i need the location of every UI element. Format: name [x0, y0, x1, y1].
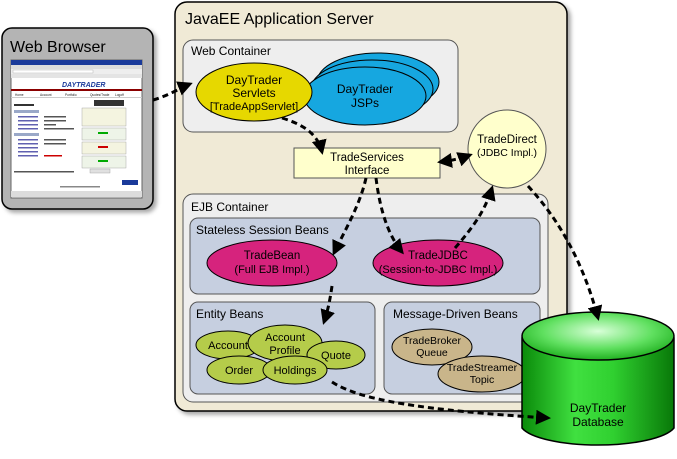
web-container: Web Container DayTrader JSPs DayTrader S… [182, 39, 459, 133]
web-browser-panel: Web Browser DAYTRADER Home Account Portfol… [1, 27, 154, 210]
trade-direct-label-2: (JDBC Impl.) [477, 147, 537, 159]
arrow-servlets-to-interface [281, 116, 327, 155]
entity-quote-label: Quote [321, 350, 351, 362]
entity-order: Order [206, 355, 272, 385]
arrow-browser-to-servlets [152, 81, 193, 102]
entity-order-label: Order [225, 365, 253, 377]
entity-holdings: Holdings [262, 355, 328, 385]
database-node: DayTrader Database [521, 311, 675, 446]
session-beans-title: Stateless Session Beans [196, 223, 329, 237]
database-label-2: Database [572, 415, 624, 429]
arrow-entity-to-database [331, 380, 551, 425]
web-container-title: Web Container [191, 44, 271, 58]
trade-streamer-label-1: TradeStreamer [447, 362, 518, 374]
trade-broker-queue: TradeBroker Queue [391, 328, 473, 366]
servlets-label-3: [TradeAppServlet] [210, 101, 298, 113]
trade-jdbc-node: TradeJDBC (Session-to-JDBC Impl.) [372, 239, 504, 287]
connectors [152, 81, 603, 425]
entity-beans-title: Entity Beans [196, 307, 263, 321]
ejb-container-title: EJB Container [191, 200, 268, 214]
browser-nav-item: Portfolio [65, 93, 77, 97]
entity-account-label: Account [208, 340, 248, 352]
mdb-box: Message-Driven Beans TradeBroker Queue T… [383, 301, 541, 395]
trade-jdbc-label-1: TradeJDBC [408, 250, 468, 262]
browser-nav-item: Account [40, 93, 52, 97]
arrow-interface-to-tradedirect [437, 152, 473, 168]
browser-nav: Home Account Portfolio Quotes/Trade Logoff [15, 93, 124, 97]
browser-nav-item: Home [15, 93, 24, 97]
trade-broker-label-2: Queue [416, 347, 448, 359]
servlets-node: DayTrader Servlets [TradeAppServlet] [195, 62, 313, 122]
trade-services-label-1: TradeServices [330, 152, 404, 164]
trade-direct-node: TradeDirect (JDBC Impl.) [467, 109, 547, 189]
jsps-label-2: JSPs [351, 96, 379, 110]
browser-nav-item: Quotes/Trade [90, 93, 110, 97]
web-browser-title: Web Browser [10, 39, 106, 56]
jsps-label-1: DayTrader [337, 82, 393, 96]
browser-logo: DAYTRADER [62, 82, 105, 89]
arrow-tradedirect-to-database [526, 184, 603, 321]
trade-direct-label-1: TradeDirect [477, 134, 537, 146]
database-label-1: DayTrader [570, 401, 626, 415]
app-server-title: JavaEE Application Server [185, 11, 374, 28]
servlets-label-2: Servlets [232, 86, 275, 100]
session-beans-box: Stateless Session Beans TradeBean (Full … [189, 217, 541, 295]
trade-bean-node: TradeBean (Full EJB Impl.) [206, 239, 338, 287]
trade-jdbc-label-2: (Session-to-JDBC Impl.) [379, 264, 498, 276]
entity-beans-box: Entity Beans Account Account Profile Quo… [189, 301, 376, 395]
arrow-interface-to-tradejdbc [374, 177, 404, 255]
trade-broker-label-1: TradeBroker [403, 335, 461, 347]
ejb-container: EJB Container Stateless Session Beans Tr… [182, 193, 549, 403]
entity-account-profile: Account Profile [247, 324, 323, 362]
entity-account-profile-label-2: Profile [269, 345, 300, 357]
arrow-tradejdbc-to-tradedirect [453, 185, 496, 249]
arrow-interface-to-tradebean [332, 177, 368, 256]
trade-services-interface: TradeServices Interface [293, 147, 441, 179]
entity-holdings-label: Holdings [274, 365, 317, 377]
trade-bean-label-1: TradeBean [244, 250, 300, 262]
trade-services-label-2: Interface [345, 165, 390, 177]
servlets-label-1: DayTrader [226, 73, 282, 87]
trade-streamer-topic: TradeStreamer Topic [437, 355, 527, 393]
trade-streamer-label-2: Topic [470, 374, 495, 386]
entity-account-profile-label-1: Account [265, 332, 305, 344]
mdb-title: Message-Driven Beans [393, 307, 518, 321]
arrow-tradebean-to-entity [320, 285, 335, 325]
browser-nav-item: Logoff [115, 93, 124, 97]
browser-screenshot: DAYTRADER Home Account Portfolio Quotes/Tra… [10, 59, 143, 199]
trade-bean-label-2: (Full EJB Impl.) [234, 264, 309, 276]
jsps-node: DayTrader JSPs [303, 52, 440, 126]
